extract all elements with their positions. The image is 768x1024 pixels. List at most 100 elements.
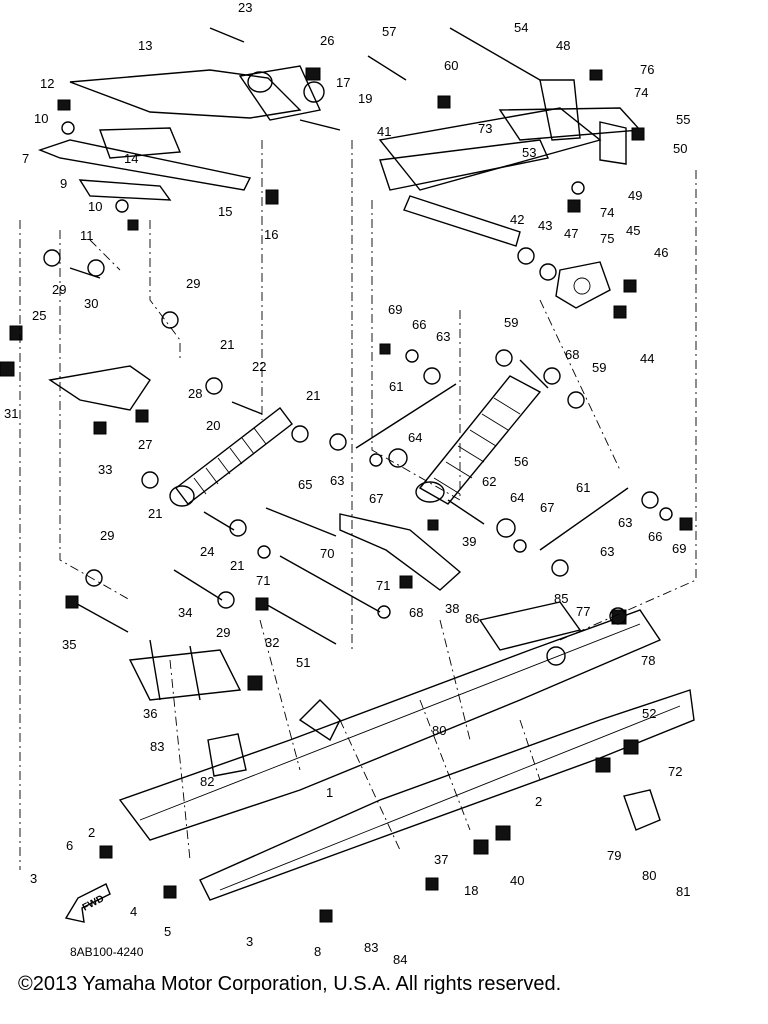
callout-34: 34 [178, 605, 192, 620]
callout-5: 5 [164, 924, 171, 939]
callout-84: 84 [393, 952, 407, 967]
callout-33: 33 [98, 462, 112, 477]
slide-rails [118, 601, 695, 901]
callout-63: 63 [330, 473, 344, 488]
callout-83: 83 [364, 940, 378, 955]
callout-60: 60 [444, 58, 458, 73]
assembly-dash-lines [19, 140, 697, 870]
callout-13: 13 [138, 38, 152, 53]
callout-81: 81 [676, 884, 690, 899]
callout-66: 66 [412, 317, 426, 332]
callout-63: 63 [618, 515, 632, 530]
callout-62: 62 [482, 474, 496, 489]
callout-74: 74 [600, 205, 614, 220]
callout-50: 50 [673, 141, 687, 156]
callout-39: 39 [462, 534, 476, 549]
callout-64: 64 [510, 490, 524, 505]
rear-pivot-arm [367, 27, 642, 247]
callout-36: 36 [143, 706, 157, 721]
callout-32: 32 [265, 635, 279, 650]
callout-52: 52 [642, 706, 656, 721]
callout-77: 77 [576, 604, 590, 619]
callout-4: 4 [130, 904, 137, 919]
callout-83: 83 [150, 739, 164, 754]
callout-16: 16 [264, 227, 278, 242]
callout-44: 44 [640, 351, 654, 366]
callout-54: 54 [514, 20, 528, 35]
callout-21: 21 [306, 388, 320, 403]
callout-29: 29 [100, 528, 114, 543]
bracket-plate [555, 261, 611, 309]
callout-75: 75 [600, 231, 614, 246]
callout-63: 63 [436, 329, 450, 344]
callout-23: 23 [238, 0, 252, 15]
callout-68: 68 [565, 347, 579, 362]
center-link-arm [339, 513, 462, 591]
callout-55: 55 [676, 112, 690, 127]
callout-73: 73 [478, 121, 492, 136]
callout-57: 57 [382, 24, 396, 39]
callout-28: 28 [188, 386, 202, 401]
callout-40: 40 [510, 873, 524, 888]
callout-43: 43 [538, 218, 552, 233]
callout-30: 30 [84, 296, 98, 311]
callout-68: 68 [409, 605, 423, 620]
callout-67: 67 [540, 500, 554, 515]
fasteners [0, 67, 693, 923]
callout-86: 86 [465, 611, 479, 626]
callout-1: 1 [326, 785, 333, 800]
callout-3: 3 [30, 871, 37, 886]
lower-pivot-arm [128, 639, 242, 701]
callout-2: 2 [88, 825, 95, 840]
callout-71: 71 [256, 573, 270, 588]
callout-6: 6 [66, 838, 73, 853]
fwd-label: FWD [58, 892, 110, 922]
callout-53: 53 [522, 145, 536, 160]
callout-74: 74 [634, 85, 648, 100]
callout-63: 63 [600, 544, 614, 559]
callout-61: 61 [576, 480, 590, 495]
callout-66: 66 [648, 529, 662, 544]
callout-59: 59 [592, 360, 606, 375]
callout-35: 35 [62, 637, 76, 652]
callout-11: 11 [80, 228, 94, 243]
front-shock-absorber [169, 407, 293, 507]
small-bracket [48, 365, 151, 411]
callout-65: 65 [298, 477, 312, 492]
callout-45: 45 [626, 223, 640, 238]
callout-29: 29 [216, 625, 230, 640]
callout-9: 9 [60, 176, 67, 191]
callout-38: 38 [445, 601, 459, 616]
callout-3: 3 [246, 934, 253, 949]
callout-51: 51 [296, 655, 310, 670]
callout-85: 85 [554, 591, 568, 606]
callout-7: 7 [22, 151, 29, 166]
copyright-notice: ©2013 Yamaha Motor Corporation, U.S.A. A… [18, 973, 562, 995]
callout-37: 37 [434, 852, 448, 867]
callout-69: 69 [672, 541, 686, 556]
callout-18: 18 [464, 883, 478, 898]
callout-72: 72 [668, 764, 682, 779]
callout-25: 25 [32, 308, 46, 323]
callout-24: 24 [200, 544, 214, 559]
callout-8: 8 [314, 944, 321, 959]
callout-48: 48 [556, 38, 570, 53]
callout-80: 80 [432, 723, 446, 738]
callout-20: 20 [206, 418, 220, 433]
diagram-code: 8AB100-4240 [70, 945, 144, 959]
callout-42: 42 [510, 212, 524, 227]
callout-31: 31 [4, 406, 18, 421]
callout-46: 46 [654, 245, 668, 260]
forward-direction-arrow [64, 883, 111, 923]
callout-70: 70 [320, 546, 334, 561]
callout-10: 10 [88, 199, 102, 214]
front-pivot-arm [37, 27, 341, 201]
callout-49: 49 [628, 188, 642, 203]
rubber-stoppers [207, 733, 661, 831]
callout-14: 14 [124, 151, 138, 166]
rear-shock-absorber [415, 359, 549, 505]
callout-76: 76 [640, 62, 654, 77]
callout-47: 47 [564, 226, 578, 241]
